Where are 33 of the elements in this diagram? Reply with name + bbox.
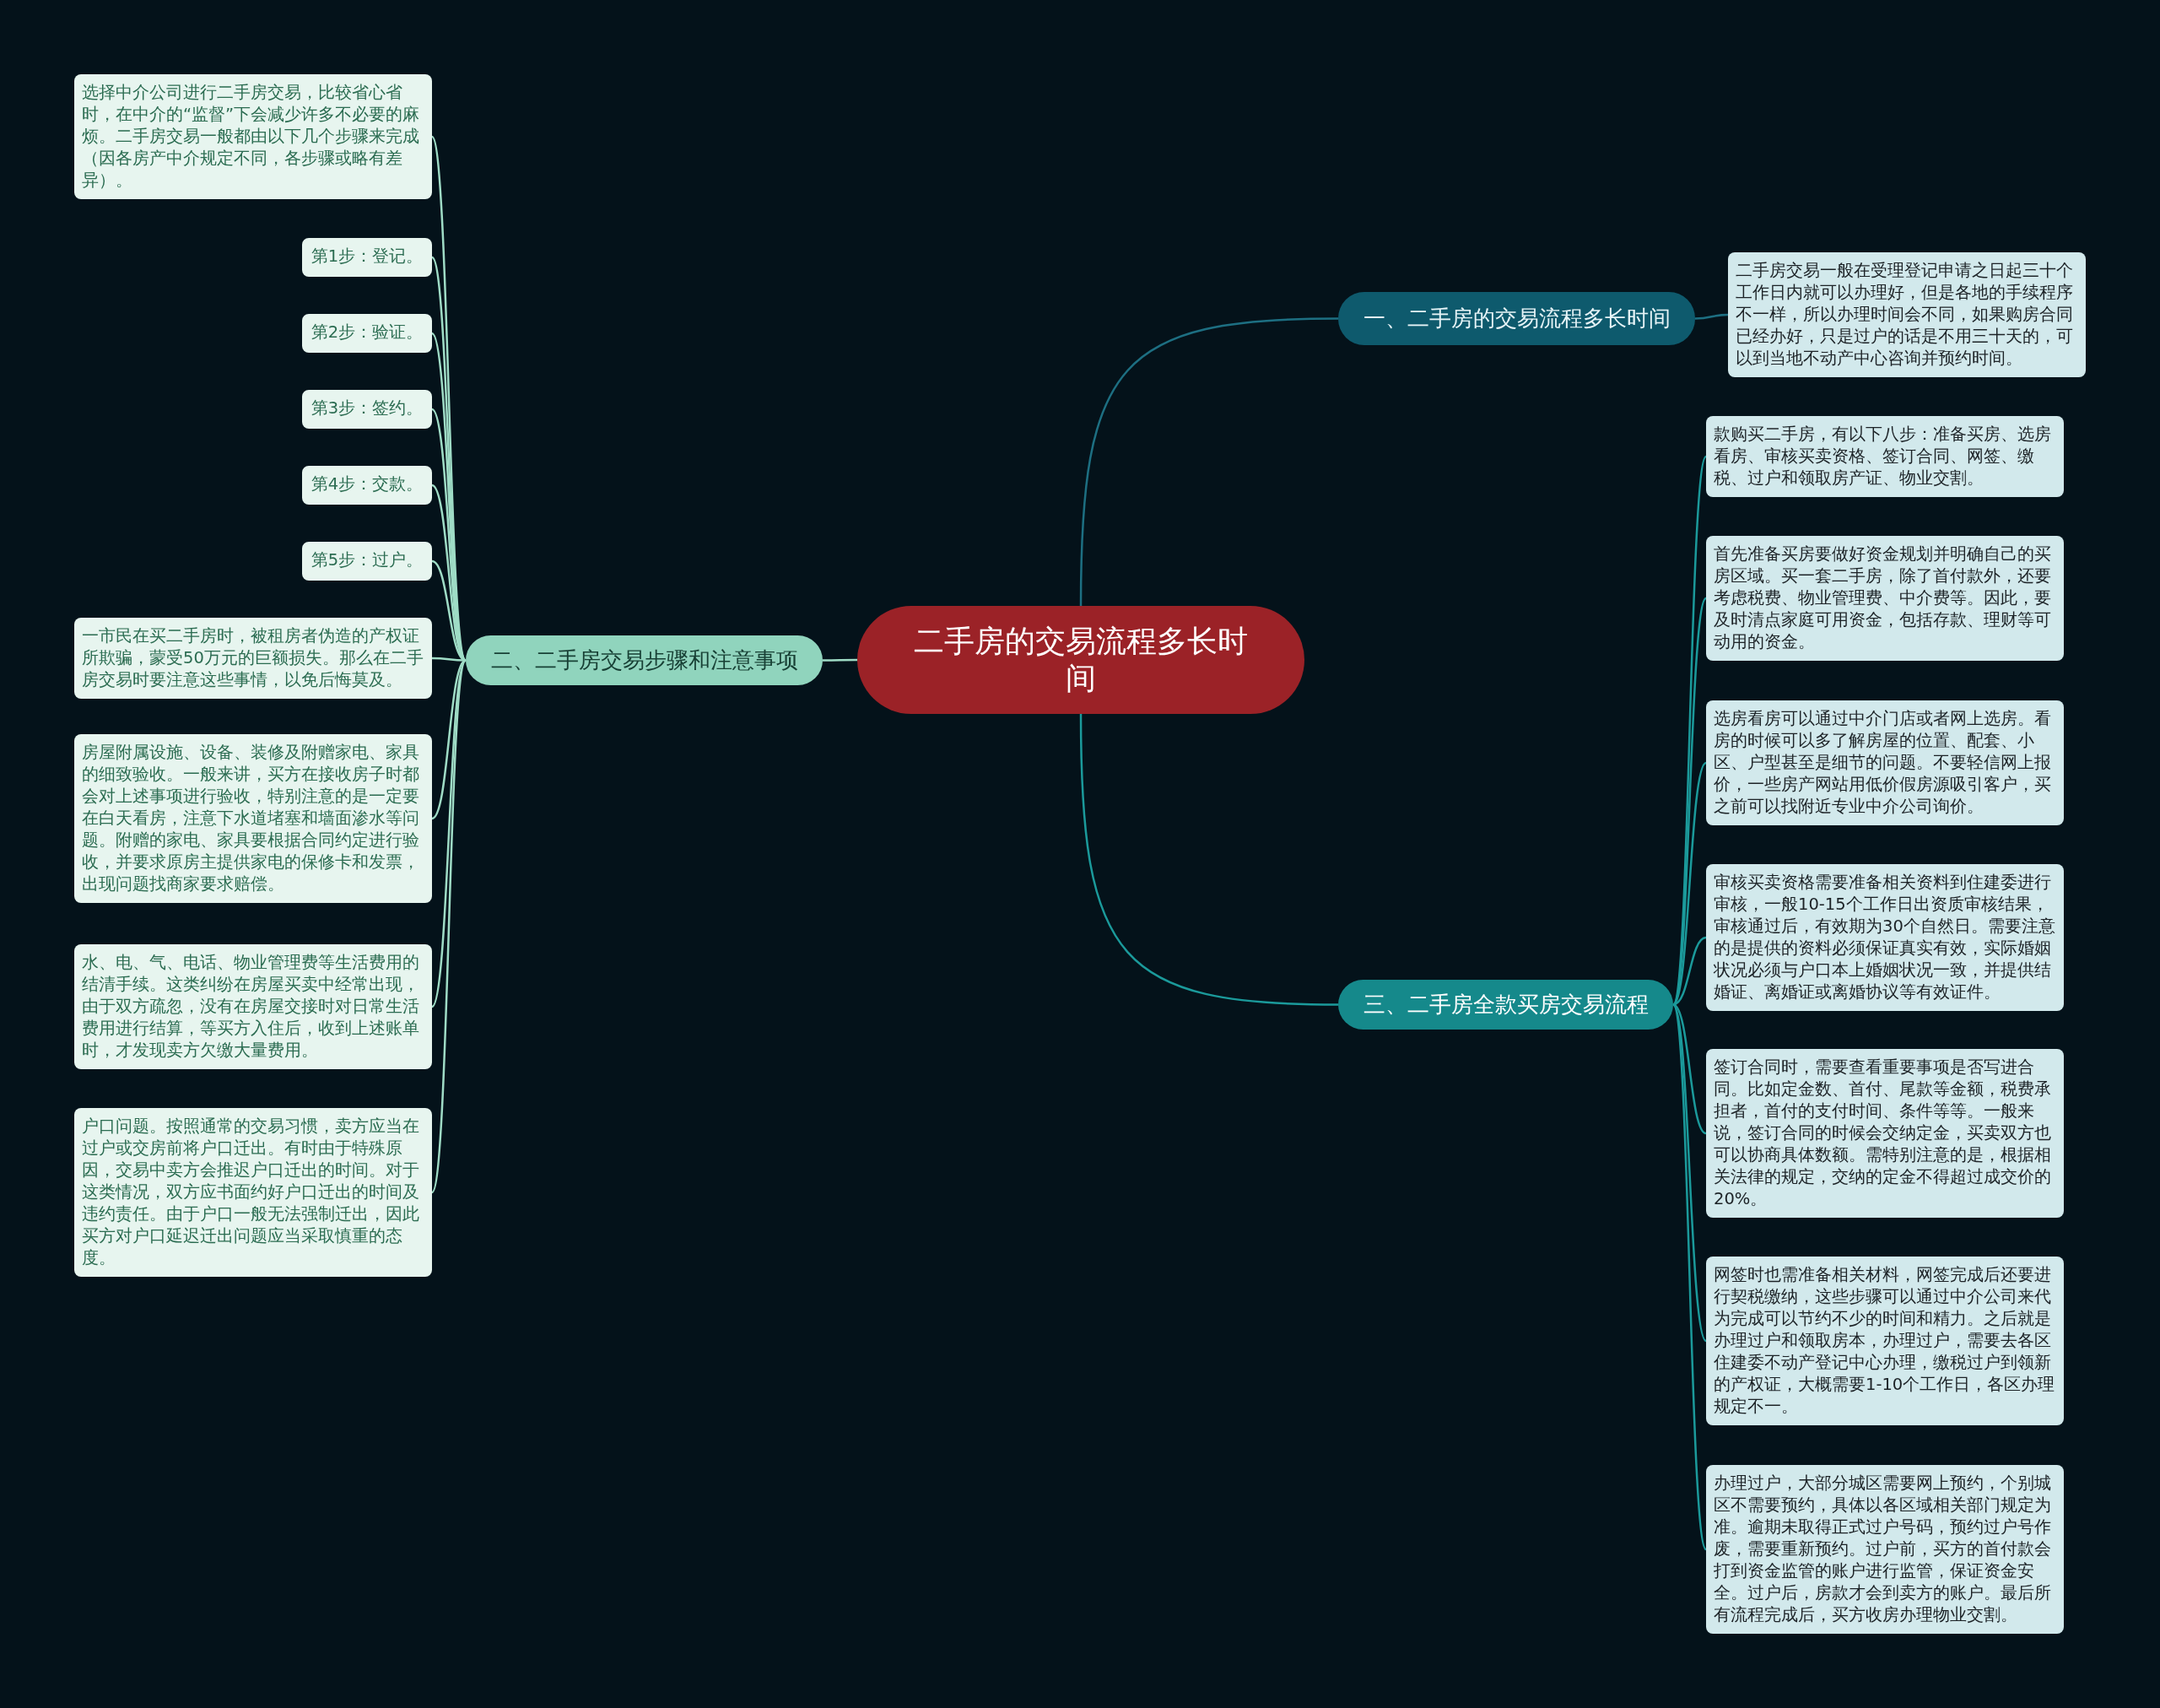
connector-line (430, 660, 467, 1193)
note-card: 首先准备买房要做好资金规划并明确自己的买房区域。买一套二手房，除了首付款外，还要考虑税费、物业管理费、中介费等。因此，要及时清点家庭可用资金，包括存款、理财等可动用的资金。 (1706, 536, 2064, 661)
note-card: 签订合同时，需要查看重要事项是否写进合同。比如定金数、首付、尾款等金额，税费承担者，首付的支付时间、条件等等。一般来说，签订合同的时候会交纳定金，买卖双方也可以协商具体数额。需特别注意的是，根据相关法律的规定，交纳的定金不得超过成交价的20%。 (1706, 1049, 2064, 1218)
branch-topic: 三、二手房全款买房交易流程 (1338, 980, 1673, 1030)
note-card: 房屋附属设施、设备、装修及附赠家电、家具的细致验收。一般来讲，买方在接收房子时都会对上述事项进行验收，特别注意的是一定要在白天看房，注意下水道堵塞和墙面渗水等问题。附赠的家电、家具要根据合同约定进行验收，并要求原房主提供家电的保修卡和发票，出现问题找商家要求赔偿。 (74, 734, 432, 903)
connector-line (1672, 936, 1707, 1006)
step-card: 第3步：签约。 (302, 390, 432, 429)
central-topic: 二手房的交易流程多长时间 (857, 606, 1304, 714)
branch-topic: 二、二手房交易步骤和注意事项 (466, 635, 823, 685)
note-card: 款购买二手房，有以下八步：准备买房、选房看房、审核买卖资格、签订合同、网签、缴税、过户和领取房产证、物业交割。 (1706, 416, 2064, 497)
branch-topic: 一、二手房的交易流程多长时间 (1338, 292, 1695, 345)
connector-line (430, 136, 467, 661)
note-card: 一市民在买二手房时，被租房者伪造的产权证所欺骗，蒙受50万元的巨额损失。那么在二手房交易时要注意这些事情，以免后悔莫及。 (74, 618, 432, 699)
connector-line (1694, 313, 1729, 320)
note-card: 网签时也需准备相关材料，网签完成后还要进行契税缴纳，这些步骤可以通过中介公司来代为完成可以节约不少的时间和精力。之后就是办理过户和领取房本，办理过户，需要去各区住建委不动产登记中心办理，缴税过户到领新的产权证，大概需要1-10个工作日，各区办理规定不一。 (1706, 1257, 2064, 1425)
note-card: 选择中介公司进行二手房交易，比较省心省时，在中介的“监督”下会减少许多不必要的麻烦。二手房交易一般都由以下几个步骤来完成（因各房产中介规定不同，各步骤或略有差异）。 (74, 74, 432, 199)
step-card: 第5步：过户。 (302, 542, 432, 581)
connector-line (1672, 1003, 1707, 1135)
step-card: 第4步：交款。 (302, 466, 432, 505)
note-card: 户口问题。按照通常的交易习惯，卖方应当在过户或交房前将户口迁出。有时由于特殊原因，交易中卖方会推迟户口迁出的时间。对于这类情况，双方应书面约好户口迁出的时间及违约责任。由于户口一般无法强制迁出，因此买方对户口延迟迁出问题应当采取慎重的态度。 (74, 1108, 432, 1277)
step-card: 第2步：验证。 (302, 314, 432, 353)
note-card: 选房看房可以通过中介门店或者网上选房。看房的时候可以多了解房屋的位置、配套、小区、户型甚至是细节的问题。不要轻信网上报价，一些房产网站用低价假房源吸引客户，买之前可以找附近专业中介公司询价。 (1706, 700, 2064, 825)
step-card: 第1步：登记。 (302, 238, 432, 277)
note-card: 办理过户，大部分城区需要网上预约，个别城区不需要预约，具体以各区域相关部门规定为准。逾期未取得正式过户号码，预约过户号作废，需要重新预约。过户前，买方的首付款会打到资金监管的账户进行监管，保证资金安全。过户后，房款才会到卖方的账户。最后所有流程完成后，买方收房办理物业交割。 (1706, 1465, 2064, 1634)
connector-line (1671, 1004, 1708, 1550)
connector-line (1079, 714, 1339, 1006)
note-card: 二手房交易一般在受理登记申请之日起三十个工作日内就可以办理好，但是各地的手续程序不一样，所以办理时间会不同，如果购房合同已经办好，只是过户的话是不用三十天的，可以到当地不动产中心咨询并预约时间。 (1728, 252, 2086, 377)
connector-line (1079, 317, 1339, 606)
note-card: 审核买卖资格需要准备相关资料到住建委进行审核，一般10-15个工作日出资质审核结果，审核通过后，有效期为30个自然日。需要注意的是提供的资料必须保证真实有效，实际婚姻状况必须与户口本上婚姻状况一致，并提供结婚证、离婚证或离婚协议等有效证件。 (1706, 864, 2064, 1011)
connector-line (823, 658, 857, 662)
connector-line (1671, 456, 1708, 1005)
connector-line (432, 657, 466, 662)
note-card: 水、电、气、电话、物业管理费等生活费用的结清手续。这类纠纷在房屋买卖中经常出现，由于双方疏忽，没有在房屋交接时对日常生活费用进行结算，等买方入住后，收到上述账单时，才发现卖方欠缴大量费用。 (74, 944, 432, 1069)
